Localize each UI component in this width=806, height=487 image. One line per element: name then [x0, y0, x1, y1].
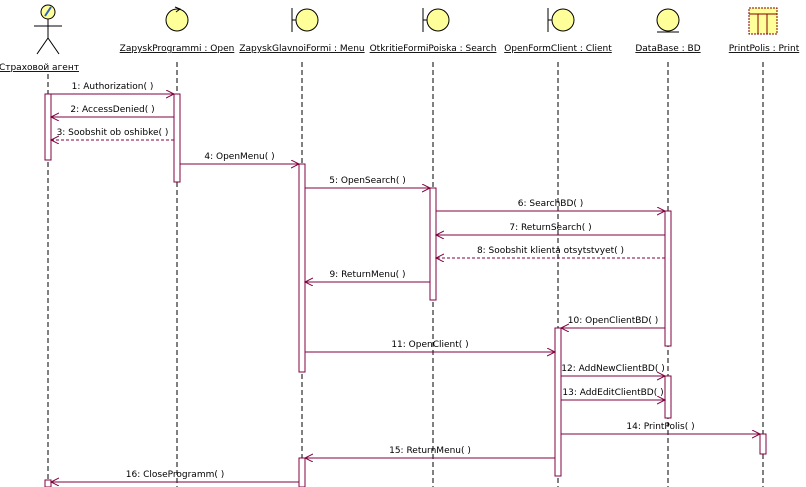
activation-bar-menu: [298, 457, 306, 487]
object-label-bd: DataBase : BD: [635, 44, 700, 54]
message-label: 14: PrintPolis( ): [626, 422, 694, 432]
message-label: 8: Soobshit klienta otsytstvyet( ): [477, 246, 624, 256]
activation-bar-client: [554, 327, 562, 477]
boundary-icon: [291, 8, 319, 32]
boundary-icon: [422, 8, 450, 32]
message-label: 1: Authorization( ): [72, 82, 154, 92]
boundary-icon: [547, 8, 575, 32]
message-label: 10: OpenClientBD( ): [568, 316, 658, 326]
activation-bar-bd: [664, 210, 672, 347]
table-icon: [748, 7, 778, 35]
message-label: 11: OpenClient( ): [391, 340, 468, 350]
message-label: 7: ReturnSearch( ): [509, 223, 591, 233]
activation-bar-print: [759, 433, 767, 455]
control-icon: [165, 6, 189, 32]
message-label: 16: CloseProgramm( ): [126, 470, 225, 480]
message-label: 9: ReturnMenu( ): [329, 270, 405, 280]
object-label-client: OpenFormClient : Client: [504, 44, 612, 54]
object-label-open: ZapyskProgrammi : Open: [120, 44, 235, 54]
message-label: 2: AccessDenied( ): [70, 105, 154, 115]
activation-bar-open: [173, 93, 181, 183]
message-label: 15: ReturnMenu( ): [389, 446, 471, 456]
object-label-menu: ZapyskGlavnoiFormi : Menu: [239, 44, 364, 54]
message-label: 5: OpenSearch( ): [329, 176, 405, 186]
message-label: 13: AddEditClientBD( ): [562, 388, 663, 398]
message-label: 12: AddNewClientBD( ): [561, 364, 664, 374]
activation-bar-agent: [44, 479, 52, 487]
activation-bar-bd: [664, 375, 672, 419]
activation-bar-agent: [44, 93, 52, 161]
object-label-search: OtkritieFormiPoiska : Search: [370, 44, 497, 54]
actor-icon: [34, 4, 62, 55]
message-label: 4: OpenMenu( ): [204, 152, 274, 162]
activation-bar-search: [429, 187, 437, 301]
entity-icon: [656, 8, 680, 33]
message-label: 6: SearchBD( ): [518, 199, 584, 209]
activation-bar-menu: [298, 163, 306, 373]
object-label-agent: : Страховой агент: [0, 63, 79, 73]
object-label-print: PrintPolis : Print: [729, 44, 800, 54]
message-label: 3: Soobshit ob oshibke( ): [57, 128, 169, 138]
